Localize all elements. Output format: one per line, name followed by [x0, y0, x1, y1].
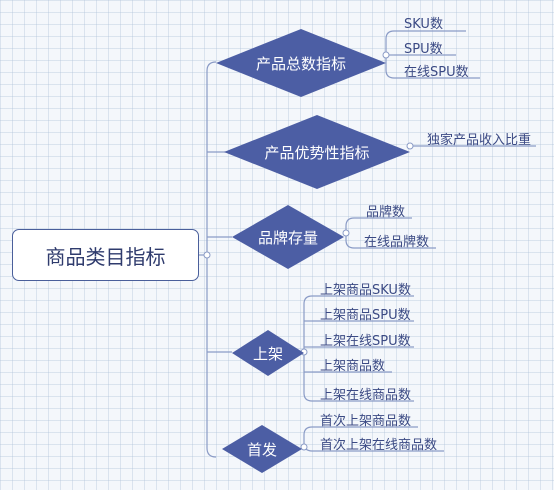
- leaf-listed-spu-count[interactable]: 上架商品SPU数: [320, 308, 411, 323]
- leaf-online-spu-count[interactable]: 在线SPU数: [404, 65, 469, 80]
- branch-label: 上架: [252, 344, 283, 363]
- branch-label: 产品总数指标: [255, 54, 346, 73]
- branch-node-product-total[interactable]: 产品总数指标: [216, 29, 386, 97]
- leaf-listed-sku-count[interactable]: 上架商品SKU数: [320, 283, 411, 298]
- leaf-listed-product-count[interactable]: 上架商品数: [320, 359, 386, 374]
- branch-node-listing[interactable]: 上架: [232, 330, 304, 376]
- root-label: 商品类目指标: [45, 244, 166, 269]
- branch-node-brand-stock[interactable]: 品牌存量: [232, 205, 344, 269]
- branch-node-product-advantage[interactable]: 产品优势性指标: [224, 115, 410, 189]
- leaf-online-brand-count[interactable]: 在线品牌数: [364, 235, 430, 250]
- leaf-spu-count[interactable]: SPU数: [404, 42, 443, 57]
- leaf-first-listed-product-count[interactable]: 首次上架商品数: [320, 414, 412, 429]
- branch-node-first-launch[interactable]: 首发: [222, 425, 302, 473]
- leaf-sku-count[interactable]: SKU数: [404, 17, 443, 32]
- leaf-exclusive-revenue-share[interactable]: 独家产品收入比重: [427, 133, 532, 148]
- leaf-listed-online-product-count[interactable]: 上架在线商品数: [320, 388, 412, 403]
- root-node[interactable]: 商品类目指标: [12, 229, 199, 281]
- branch-label: 首发: [246, 440, 277, 459]
- leaf-listed-online-spu-count[interactable]: 上架在线SPU数: [320, 334, 411, 349]
- leaf-first-listed-online-product-count[interactable]: 首次上架在线商品数: [320, 438, 438, 453]
- branch-label: 产品优势性指标: [264, 143, 370, 162]
- branch-label: 品牌存量: [257, 228, 318, 247]
- leaf-brand-count[interactable]: 品牌数: [366, 205, 406, 220]
